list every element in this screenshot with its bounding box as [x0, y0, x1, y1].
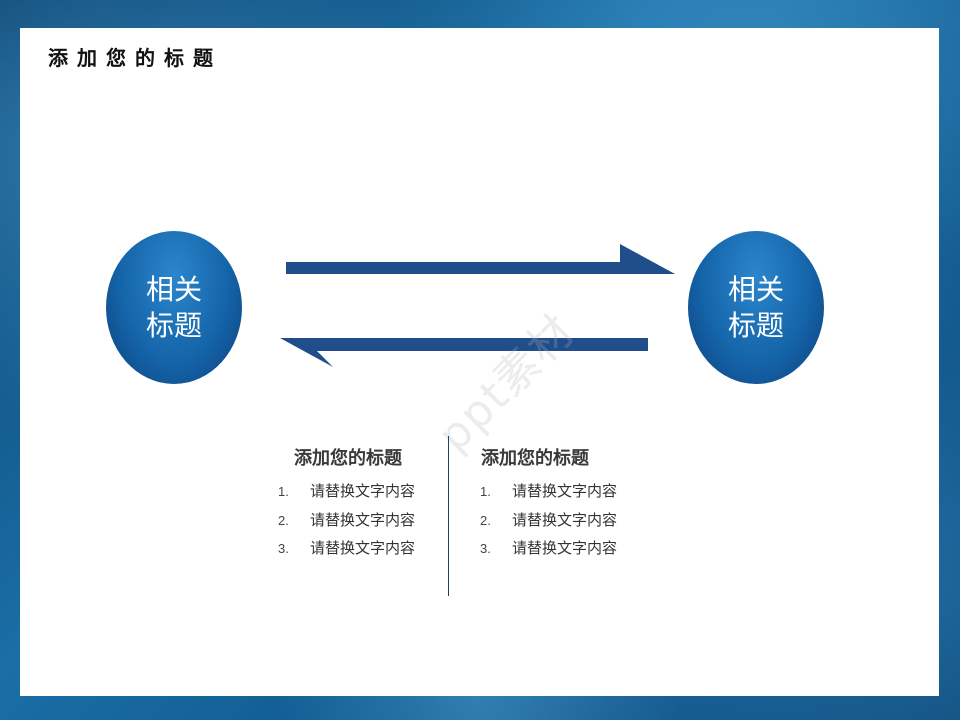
- left-column-list: 1.请替换文字内容 2.请替换文字内容 3.请替换文字内容: [278, 477, 415, 563]
- list-item: 2.请替换文字内容: [278, 510, 416, 529]
- left-arrow: [280, 338, 648, 367]
- left-column-title: 添加您的标题: [294, 448, 402, 469]
- right-circle-label: 相关标题: [727, 272, 784, 342]
- right-arrow: [286, 244, 675, 274]
- right-column-list: 1.请替换文字内容 2.请替换文字内容 3.请替换文字内容: [480, 477, 617, 563]
- list-item: 1.请替换文字内容: [278, 482, 416, 500]
- list-item: 3.请替换文字内容: [480, 539, 618, 557]
- left-circle-label: 相关标题: [145, 272, 202, 342]
- list-item: 1.请替换文字内容: [480, 482, 618, 500]
- column-divider: [448, 436, 449, 596]
- exchange-arrows: [280, 244, 675, 367]
- right-column-title: 添加您的标题: [481, 448, 589, 469]
- page-title: 添加您的标题: [48, 46, 222, 70]
- list-item: 2.请替换文字内容: [480, 510, 618, 529]
- slide-canvas: • 添加您的标题 相关标题 相关标题 ppt素材 添加您的标题 1.请替换文字内…: [20, 28, 939, 696]
- left-circle: 相关标题: [106, 231, 242, 384]
- title-bullet: •: [48, 49, 56, 63]
- right-circle: 相关标题: [688, 231, 824, 384]
- list-item: 3.请替换文字内容: [278, 539, 416, 557]
